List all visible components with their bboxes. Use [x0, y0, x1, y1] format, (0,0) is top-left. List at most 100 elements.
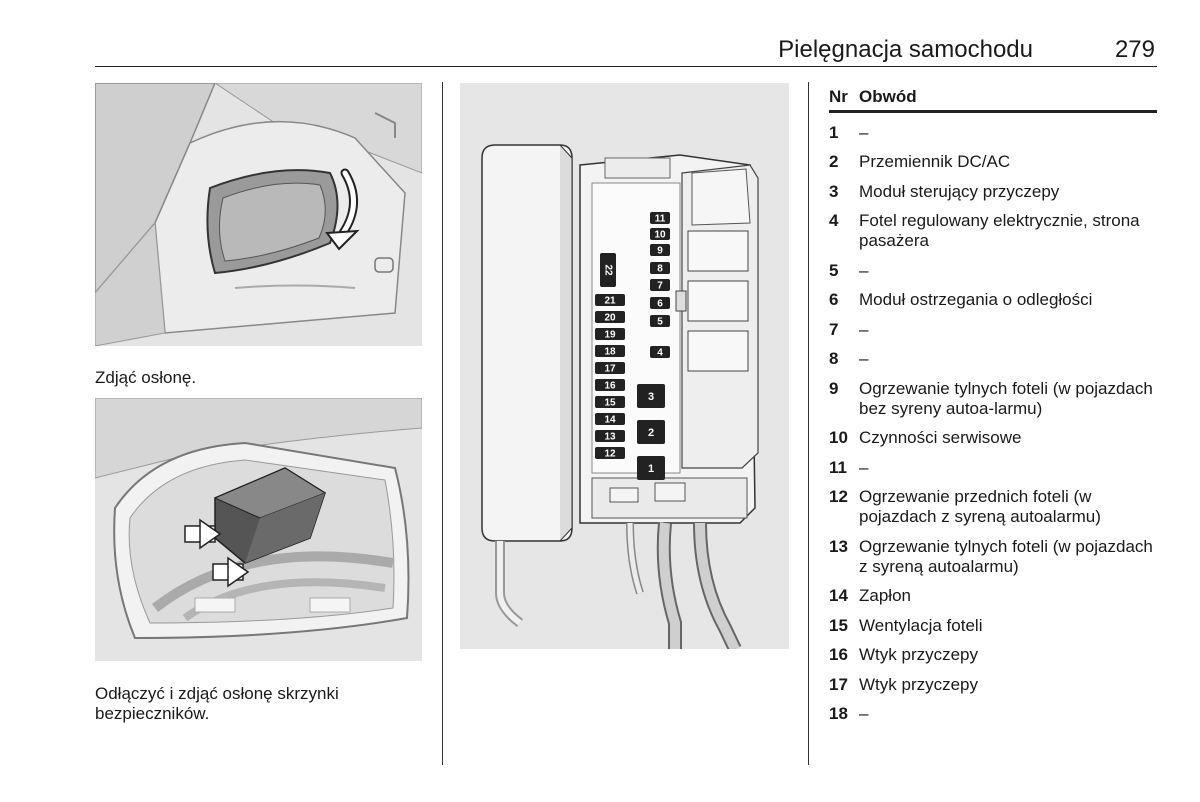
table-row: 17 Wtyk przyczepy — [829, 675, 1157, 695]
table-row: 11– — [829, 458, 1157, 478]
fuse-1-label: 1 — [648, 463, 654, 475]
fuse-4-label: 4 — [657, 348, 663, 359]
circuit-name: – — [859, 122, 869, 142]
circuit-name: Ogrzewanie tylnych foteli (w pojazdach z… — [859, 536, 1153, 576]
fuse-11-label: 11 — [655, 214, 666, 225]
column-divider-right — [808, 82, 809, 765]
fuse-10 — [650, 228, 670, 240]
fuse-9-label: 9 — [657, 246, 663, 257]
table-row: 16 Wtyk przyczepy — [829, 645, 1157, 665]
fuse-19 — [595, 328, 625, 340]
fuse-number: 7 — [829, 319, 839, 339]
table-row: 4 Fotel regulowany elektrycznie, strona p… — [829, 211, 1157, 251]
fuse-8-label: 8 — [657, 264, 663, 275]
table-row: 5– — [829, 261, 1157, 281]
fuse-17 — [595, 362, 625, 374]
fuse-number: 8 — [829, 349, 839, 368]
circuit-name: – — [859, 457, 869, 477]
page-number: 279 — [1114, 36, 1155, 63]
fuse-14-label: 14 — [604, 415, 616, 426]
table-row: 1– — [829, 123, 1157, 143]
photo-fusebox-cover — [95, 398, 422, 661]
table-row: 2 Przemiennik DC/AC — [829, 152, 1157, 172]
fuse-22 — [600, 253, 616, 287]
fuse-2-label: 2 — [648, 427, 654, 439]
table-row: 6 Moduł ostrzegania o odległości — [829, 290, 1157, 310]
fuse-number: 17 — [829, 674, 848, 694]
fuse-number: 1 — [829, 122, 839, 142]
fuse-16-label: 16 — [604, 381, 616, 392]
fuse-number: 14 — [829, 586, 848, 605]
fuse-number: 10 — [829, 428, 848, 447]
fuse-7-label: 7 — [657, 281, 663, 292]
fuse-3 — [637, 384, 665, 408]
table-row: 8– — [829, 349, 1157, 369]
circuit-name: – — [859, 260, 869, 280]
fuse-number: 12 — [829, 487, 848, 506]
fuse-number: 3 — [829, 181, 839, 201]
fuse-18-label: 18 — [604, 347, 616, 358]
circuit-name: Wtyk przyczepy — [859, 645, 979, 664]
table-row: 12 Ogrzewanie przednich foteli (w pojazda… — [829, 487, 1157, 527]
fuse-12 — [595, 447, 625, 459]
circuit-name: – — [859, 349, 869, 368]
circuit-name: – — [859, 319, 869, 339]
fuse-15-label: 15 — [604, 398, 616, 409]
fuse-number: 18 — [829, 704, 848, 723]
fuse-17-label: 17 — [604, 364, 616, 375]
table-row: 18– — [829, 704, 1157, 724]
fuse-12-label: 12 — [604, 449, 616, 460]
fuse-number: 16 — [829, 645, 848, 664]
circuit-name: Moduł ostrzegania o odległości — [859, 290, 1093, 309]
photo-trunk-cover — [95, 83, 422, 346]
table-row: 3 Moduł sterujący przyczepy — [829, 182, 1157, 202]
fuse-number: 9 — [829, 378, 839, 398]
fuse-number: 4 — [829, 211, 839, 230]
fuse-16 — [595, 379, 625, 391]
fuse-4 — [650, 346, 670, 358]
fuse-13 — [595, 430, 625, 442]
table-row: 14 Zapłon — [829, 586, 1157, 606]
fuse-19-label: 19 — [604, 330, 616, 341]
table-row: 10 Czynności serwisowe — [829, 428, 1157, 448]
circuit-name: Przemiennik DC/AC — [859, 152, 1011, 171]
fuse-table-header: Nr Obwód — [829, 86, 1157, 113]
fuse-5-label: 5 — [657, 317, 663, 328]
fuse-9 — [650, 244, 670, 256]
circuit-name: Moduł sterujący przyczepy — [859, 181, 1060, 201]
circuit-name: Wtyk przyczepy — [859, 674, 979, 694]
fuse-number: 13 — [829, 536, 848, 556]
fuse-7 — [650, 279, 670, 291]
fuse-3-label: 3 — [648, 391, 654, 403]
fuse-8 — [650, 262, 670, 274]
fuse-13-label: 13 — [604, 432, 616, 443]
fuse-15 — [595, 396, 625, 408]
circuit-name: – — [859, 704, 869, 723]
fuse-21-label: 21 — [604, 296, 616, 307]
header-nr: Nr — [829, 87, 848, 106]
fuse-5 — [650, 315, 670, 327]
header-circuit: Obwód — [859, 87, 917, 106]
fuse-number: 11 — [829, 457, 847, 477]
section-title: Pielęgnacja samochodu — [778, 36, 1033, 63]
fuse-2 — [637, 420, 665, 444]
fuse-number: 5 — [829, 260, 839, 280]
fuse-11 — [650, 212, 670, 224]
fuse-6 — [650, 297, 670, 309]
circuit-name: Czynności serwisowe — [859, 428, 1022, 447]
fuse-22-label: 22 — [602, 264, 613, 276]
fuse-21 — [595, 294, 625, 306]
fuse-20 — [595, 311, 625, 323]
circuit-name: Ogrzewanie przednich foteli (w pojazdach… — [859, 487, 1101, 526]
caption-remove-cover: Zdjąć osłonę. — [95, 368, 197, 387]
circuit-name: Wentylacja foteli — [859, 615, 983, 635]
circuit-name: Zapłon — [859, 586, 911, 605]
fuse-number: 2 — [829, 152, 839, 171]
fuse-number: 6 — [829, 290, 839, 309]
fuse-1 — [637, 456, 665, 480]
circuit-name: Fotel regulowany elektrycznie, strona pa… — [859, 211, 1140, 250]
